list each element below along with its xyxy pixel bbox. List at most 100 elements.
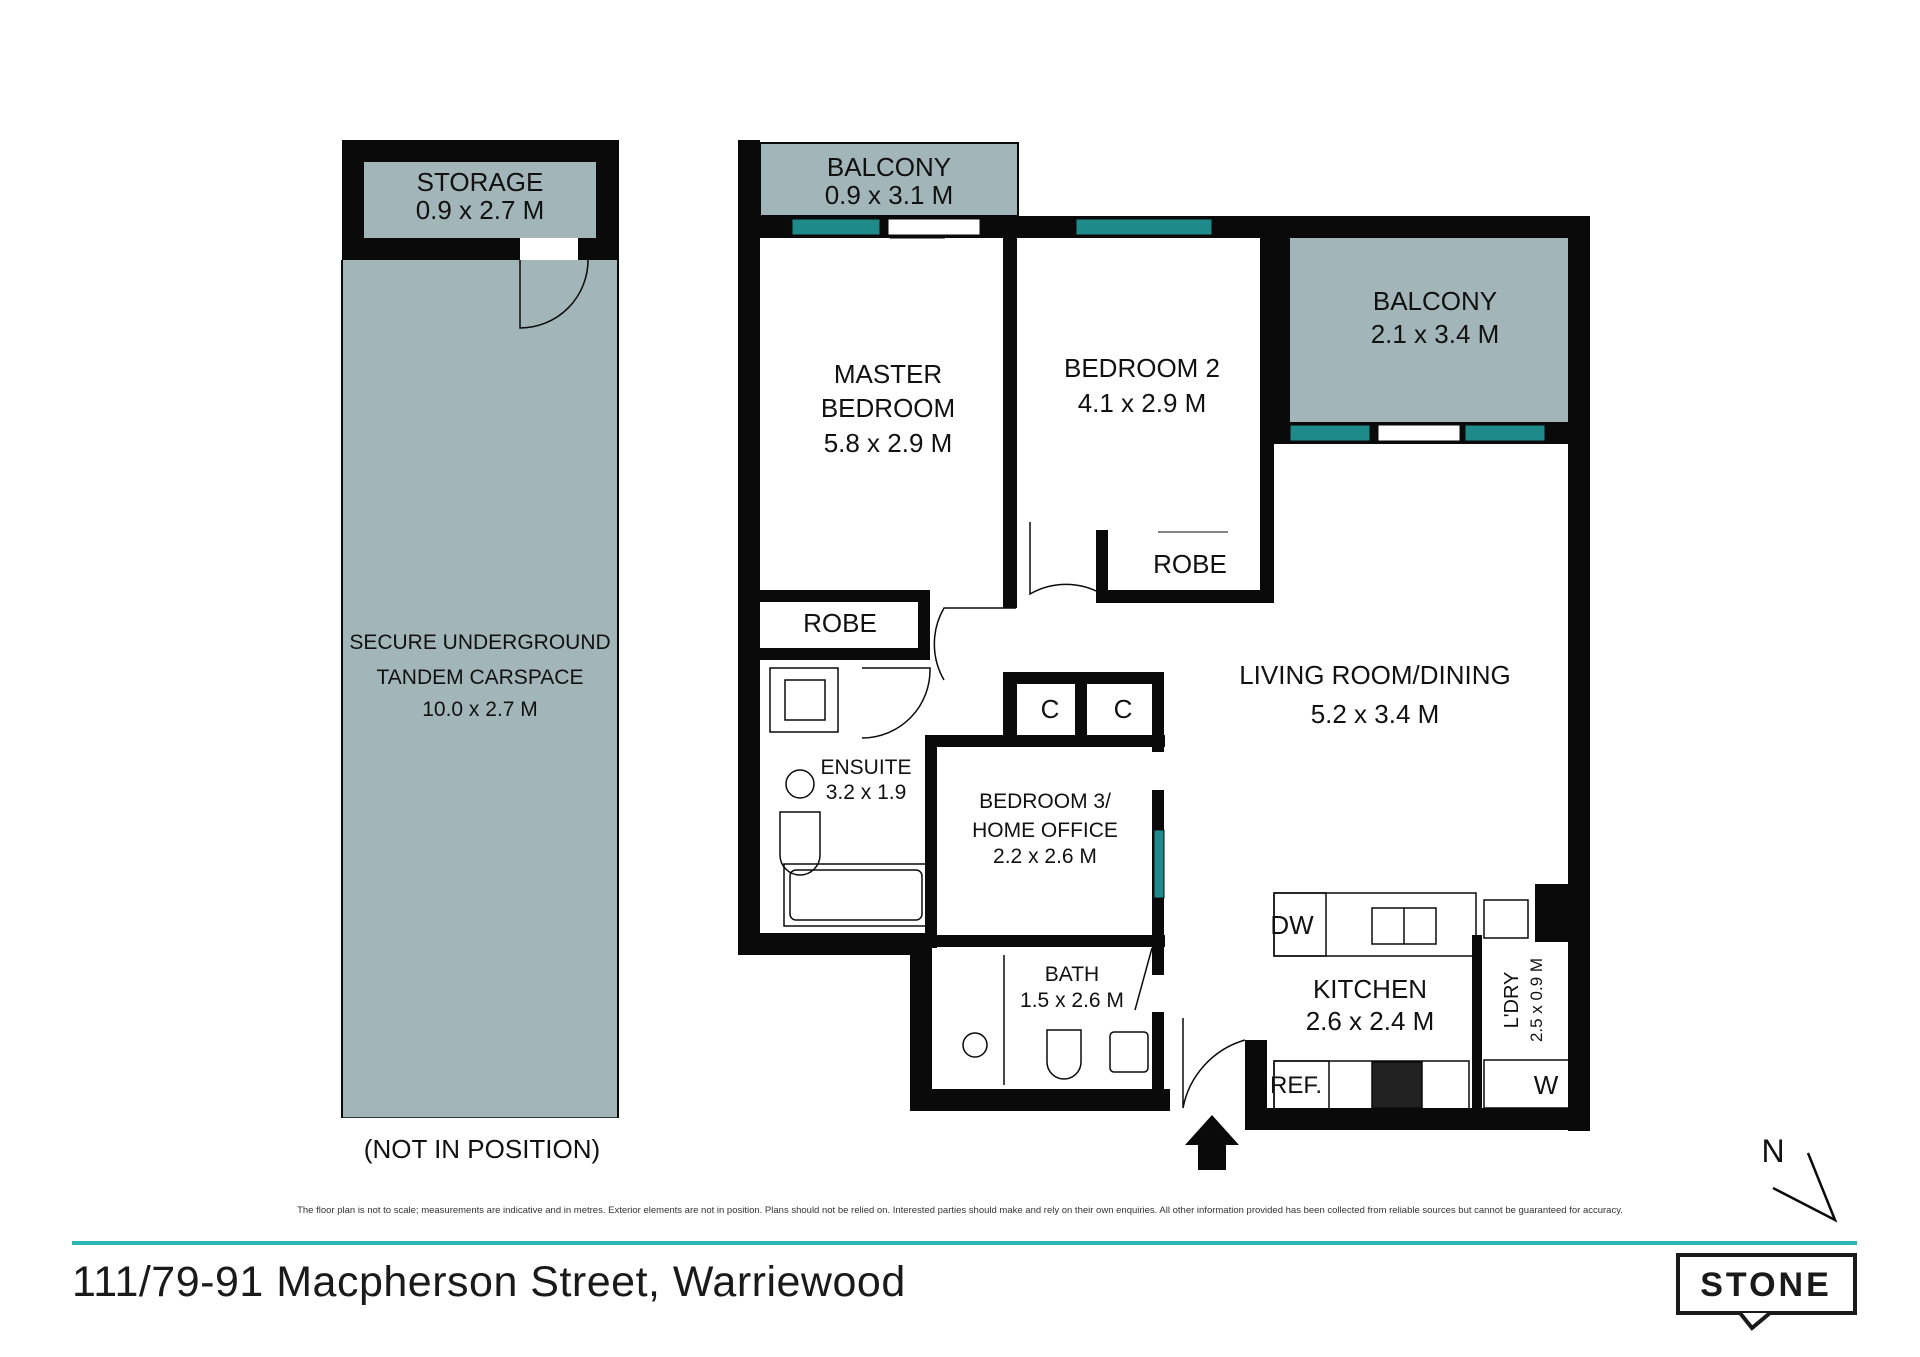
disclaimer-text: The floor plan is not to scale; measurem… (297, 1205, 1623, 1216)
dishwasher-label: DW (1270, 910, 1314, 940)
bath-basin (1109, 1031, 1149, 1073)
wall-cupboard-left (1003, 672, 1017, 738)
wall-ensuite-right (925, 735, 937, 948)
wall-master-bed2 (1003, 216, 1017, 594)
storage-label: STORAGE (417, 167, 544, 197)
carspace-block (341, 140, 619, 1265)
fixtures (769, 667, 1571, 1110)
logo-notch-icon (1738, 1311, 1772, 1331)
storage-fill (364, 162, 596, 238)
stone-logo: STONE (1676, 1253, 1857, 1331)
balcony-right-fill (1290, 222, 1570, 422)
fridge-label: REF. (1270, 1072, 1322, 1099)
bedroom3-dims: 2.2 x 2.6 M (993, 845, 1097, 868)
wall-hall-corner (1003, 594, 1017, 608)
wall-bath-top-right (1152, 945, 1164, 975)
cupboard-2-label: C (1114, 694, 1133, 724)
laundry-label-group: L'DRY 2.5 x 0.9 M (1501, 958, 1546, 1042)
cooktop (1371, 1061, 1423, 1109)
living-dims: 5.2 x 3.4 M (1311, 699, 1440, 729)
window-living-right (1464, 424, 1546, 442)
wall-bottom-right (1245, 1108, 1590, 1130)
balcony-top-dims: 0.9 x 3.1 M (825, 180, 954, 210)
carspace-fill (342, 140, 619, 1265)
compass-arrow-icon (1772, 1152, 1838, 1223)
storage-door-swing (519, 259, 589, 329)
master-bedroom-label-2: BEDROOM (821, 393, 955, 423)
sliding-doors (808, 218, 1461, 593)
wall-bed3-top (925, 735, 1165, 747)
dishwasher-box (1273, 892, 1327, 957)
window-bed3 (1153, 829, 1165, 899)
wall-cupboard-mid (1075, 672, 1087, 738)
wall-laundry-corner (1535, 884, 1590, 942)
wall-bath-right (1152, 1012, 1164, 1097)
wall-robe2-left (1096, 530, 1108, 600)
door-swings (861, 522, 1246, 1109)
wall-bottom-bath (910, 1089, 1170, 1111)
robe-bed2-label: ROBE (1153, 549, 1227, 579)
wall-laundry-left (1472, 935, 1482, 1110)
master-bedroom-dims: 5.8 x 2.9 M (824, 428, 953, 458)
door-bed2 (1029, 522, 1103, 596)
carspace-mask (342, 1118, 619, 1265)
ensuite-shower (769, 667, 839, 733)
wall-bed2-bottom (1096, 590, 1274, 603)
laundry-label: L'DRY (1501, 972, 1523, 1029)
bedroom3-label-1: BEDROOM 3/ (979, 790, 1111, 813)
wall-robe-right (918, 590, 930, 660)
laundry-dims: 2.5 x 0.9 M (1527, 958, 1546, 1042)
door-bath (1134, 947, 1153, 1011)
bath-shower (962, 1032, 988, 1058)
compass-north-label: N (1761, 1133, 1784, 1169)
slider-master-balcony (887, 218, 981, 236)
bath-toilet (1046, 1029, 1082, 1080)
balcony-top-label: BALCONY (827, 152, 951, 182)
wall-bath-left (910, 933, 932, 1111)
wall-ensuite-top (760, 648, 930, 660)
door-entry (1182, 1018, 1246, 1109)
ensuite-shower-tray (784, 679, 826, 721)
interior-walls (760, 216, 1590, 1110)
ensuite-dims: 3.2 x 1.9 (826, 781, 907, 804)
wall-robe-top (760, 590, 930, 602)
laundry-tub (1483, 899, 1529, 939)
living-label: LIVING ROOM/DINING (1239, 660, 1511, 690)
kitchen-dims: 2.6 x 2.4 M (1306, 1006, 1435, 1036)
slider-living-balcony (1377, 424, 1461, 442)
fridge-box (1273, 1060, 1330, 1110)
balcony-top-fill (760, 143, 1018, 216)
wall-bottom-left (738, 933, 912, 955)
ensuite-label: ENSUITE (820, 756, 911, 779)
kitchen-label: KITCHEN (1313, 974, 1427, 1004)
bath-label: BATH (1045, 963, 1099, 986)
not-in-position-note: (NOT IN POSITION) (364, 1134, 600, 1164)
door-ensuite (861, 667, 931, 739)
ensuite-bath (783, 863, 929, 927)
cupboard-1-label: C (1041, 694, 1060, 724)
property-address: 111/79-91 Macpherson Street, Warriewood (72, 1258, 906, 1306)
washer-box (1483, 1059, 1571, 1109)
wall-left (738, 140, 760, 955)
window-living-left (1289, 424, 1371, 442)
ensuite-bath-inner (789, 869, 923, 921)
ensuite-toilet (779, 811, 821, 876)
wall-cupboard-right (1152, 672, 1164, 752)
wall-bed3-bottom (925, 935, 1165, 947)
carspace-label-2: TANDEM CARSPACE (377, 666, 584, 689)
wall-entry-right (1245, 1040, 1267, 1130)
bath-dims: 1.5 x 2.6 M (1020, 989, 1124, 1012)
door-master (933, 607, 1016, 681)
robe-master-label: ROBE (803, 608, 877, 638)
ensuite-basin (785, 769, 815, 799)
master-bedroom-label-1: MASTER (834, 359, 942, 389)
entry-arrow-icon (1185, 1115, 1239, 1170)
window-bed2 (1075, 218, 1213, 236)
storage-door-opening (520, 238, 578, 260)
window-master (791, 218, 881, 236)
wall-bed2-living (1260, 238, 1274, 603)
wall-right (1568, 216, 1590, 1131)
washer-label: W (1534, 1070, 1559, 1100)
logo-text: STONE (1700, 1266, 1832, 1304)
